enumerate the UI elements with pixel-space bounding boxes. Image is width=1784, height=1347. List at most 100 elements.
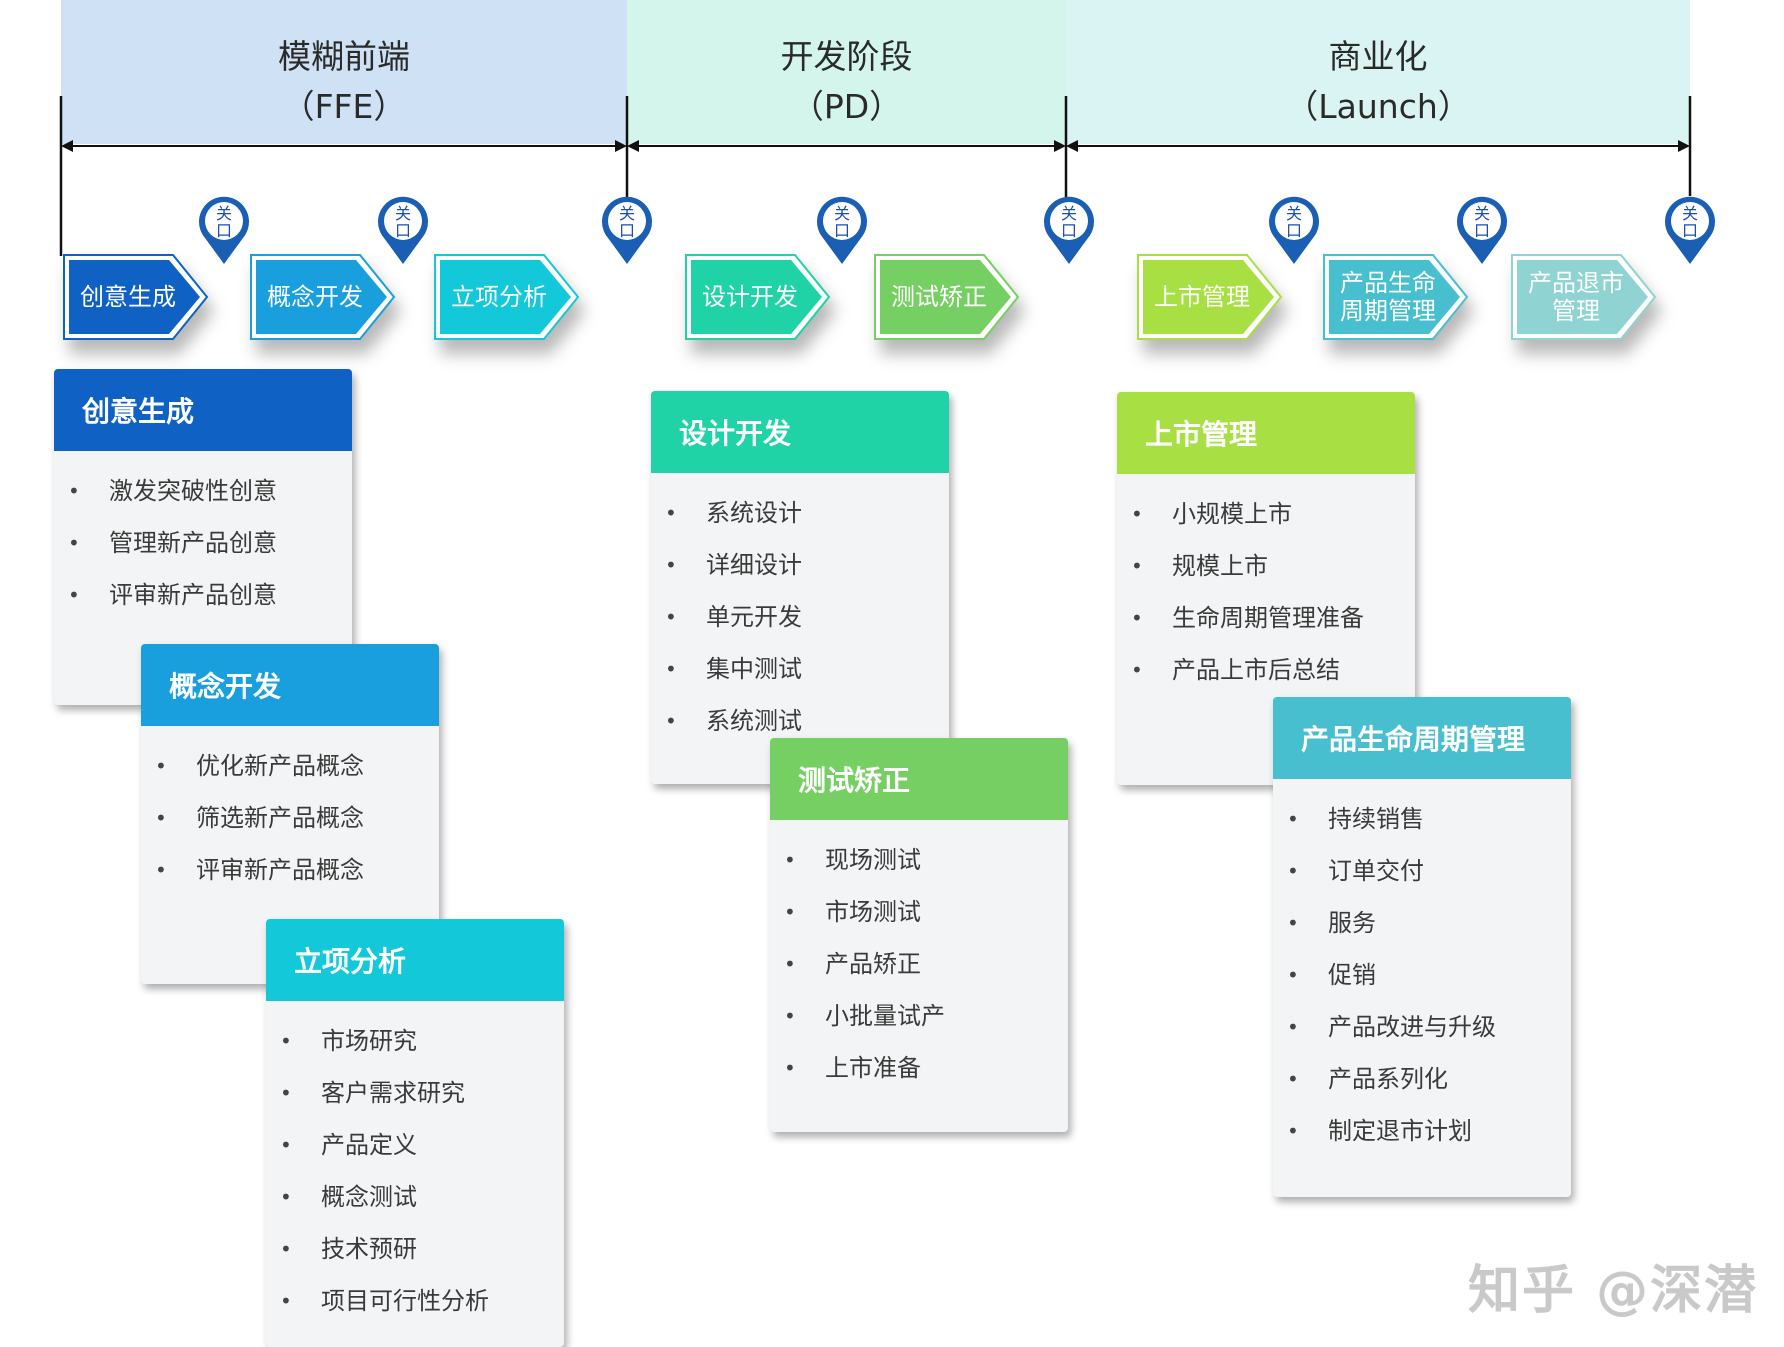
list-item: 产品系列化 xyxy=(1273,1053,1571,1105)
list-item: 系统设计 xyxy=(651,487,949,539)
step-label: 上市管理 xyxy=(1154,283,1250,311)
card-project-analysis: 立项分析 市场研究 客户需求研究 产品定义 概念测试 技术预研 项目可行性分析 xyxy=(266,919,564,1347)
gate-marker: 关口 xyxy=(598,194,656,266)
list-item: 上市准备 xyxy=(770,1042,1068,1094)
card-list: 系统设计 详细设计 单元开发 集中测试 系统测试 xyxy=(651,473,949,747)
phase-subtitle: （FFE） xyxy=(281,87,407,126)
gate-label: 口 xyxy=(215,221,232,240)
step-label: 概念开发 xyxy=(267,283,363,311)
card-list: 持续销售 订单交付 服务 促销 产品改进与升级 产品系列化 制定退市计划 xyxy=(1273,779,1571,1157)
phase-subtitle: （Launch） xyxy=(1285,87,1471,126)
step-arrow-concept-development: 概念开发 xyxy=(248,252,398,342)
card-header: 概念开发 xyxy=(141,644,439,726)
step-label: 产品生命周期管理 xyxy=(1340,269,1436,325)
step-label: 产品退市管理 xyxy=(1528,269,1624,325)
list-item: 规模上市 xyxy=(1117,540,1415,592)
list-item: 小批量试产 xyxy=(770,990,1068,1042)
list-item: 产品上市后总结 xyxy=(1117,644,1415,696)
gate-label: 关 xyxy=(1285,204,1302,223)
watermark: 知乎 @深潜 xyxy=(1468,1261,1759,1321)
list-item: 管理新产品创意 xyxy=(54,517,352,569)
gate-marker: 关口 xyxy=(1453,194,1511,266)
list-item: 持续销售 xyxy=(1273,793,1571,845)
step-arrow-lifecycle-management: 产品生命周期管理 xyxy=(1321,252,1471,342)
gate-label: 口 xyxy=(394,221,411,240)
list-item: 技术预研 xyxy=(266,1223,564,1275)
list-item: 生命周期管理准备 xyxy=(1117,592,1415,644)
list-item: 筛选新产品概念 xyxy=(141,792,439,844)
gate-label: 口 xyxy=(1060,221,1077,240)
step-label: 创意生成 xyxy=(80,283,176,311)
list-item: 现场测试 xyxy=(770,834,1068,886)
list-item: 优化新产品概念 xyxy=(141,740,439,792)
card-list: 现场测试 市场测试 产品矫正 小批量试产 上市准备 xyxy=(770,820,1068,1094)
list-item: 概念测试 xyxy=(266,1171,564,1223)
gate-label: 口 xyxy=(1285,221,1302,240)
phase-subtitle: （PD） xyxy=(790,87,903,126)
list-item: 市场研究 xyxy=(266,1015,564,1067)
gate-marker: 关口 xyxy=(813,194,871,266)
list-item: 产品矫正 xyxy=(770,938,1068,990)
gate-label: 口 xyxy=(1681,221,1698,240)
gate-label: 关 xyxy=(1681,204,1698,223)
gate-label: 口 xyxy=(833,221,850,240)
step-arrow-design-development: 设计开发 xyxy=(683,252,833,342)
list-item: 订单交付 xyxy=(1273,845,1571,897)
list-item: 激发突破性创意 xyxy=(54,465,352,517)
card-list: 市场研究 客户需求研究 产品定义 概念测试 技术预研 项目可行性分析 xyxy=(266,1001,564,1327)
list-item: 制定退市计划 xyxy=(1273,1105,1571,1157)
card-lifecycle-management: 产品生命周期管理 持续销售 订单交付 服务 促销 产品改进与升级 产品系列化 制… xyxy=(1273,697,1571,1197)
step-arrow-project-analysis: 立项分析 xyxy=(432,252,582,342)
card-header: 测试矫正 xyxy=(770,738,1068,820)
card-design-development: 设计开发 系统设计 详细设计 单元开发 集中测试 系统测试 xyxy=(651,391,949,784)
card-header: 设计开发 xyxy=(651,391,949,473)
list-item: 系统测试 xyxy=(651,695,949,747)
list-item: 小规模上市 xyxy=(1117,488,1415,540)
gate-label: 关 xyxy=(394,204,411,223)
step-arrow-launch-management: 上市管理 xyxy=(1135,252,1285,342)
step-arrow-idea-generation: 创意生成 xyxy=(61,252,211,342)
gate-marker: 关口 xyxy=(1040,194,1098,266)
gate-label: 关 xyxy=(618,204,635,223)
card-header: 产品生命周期管理 xyxy=(1273,697,1571,779)
list-item: 详细设计 xyxy=(651,539,949,591)
gate-marker: 关口 xyxy=(1661,194,1719,266)
list-item: 评审新产品创意 xyxy=(54,569,352,621)
card-header: 立项分析 xyxy=(266,919,564,1001)
card-header: 创意生成 xyxy=(54,369,352,451)
step-arrow-retirement-management: 产品退市管理 xyxy=(1509,252,1659,342)
gate-label: 关 xyxy=(215,204,232,223)
step-label: 测试矫正 xyxy=(891,283,987,311)
list-item: 客户需求研究 xyxy=(266,1067,564,1119)
gate-label: 口 xyxy=(618,221,635,240)
list-item: 市场测试 xyxy=(770,886,1068,938)
phase-pd: 开发阶段 （PD） xyxy=(627,0,1066,144)
phase-title: 开发阶段 xyxy=(780,37,913,76)
step-arrow-testing-correction: 测试矫正 xyxy=(872,252,1022,342)
card-list: 小规模上市 规模上市 生命周期管理准备 产品上市后总结 xyxy=(1117,474,1415,696)
list-item: 单元开发 xyxy=(651,591,949,643)
list-item: 服务 xyxy=(1273,897,1571,949)
card-header: 上市管理 xyxy=(1117,392,1415,474)
phase-title: 模糊前端 xyxy=(278,37,410,76)
list-item: 评审新产品概念 xyxy=(141,844,439,896)
list-item: 项目可行性分析 xyxy=(266,1275,564,1327)
list-item: 产品定义 xyxy=(266,1119,564,1171)
gate-label: 关 xyxy=(1060,204,1077,223)
card-testing-correction: 测试矫正 现场测试 市场测试 产品矫正 小批量试产 上市准备 xyxy=(770,738,1068,1132)
card-list: 激发突破性创意 管理新产品创意 评审新产品创意 xyxy=(54,451,352,621)
gate-label: 关 xyxy=(833,204,850,223)
list-item: 促销 xyxy=(1273,949,1571,1001)
gate-marker: 关口 xyxy=(1265,194,1323,266)
gate-marker: 关口 xyxy=(374,194,432,266)
gate-marker: 关口 xyxy=(195,194,253,266)
card-list: 优化新产品概念 筛选新产品概念 评审新产品概念 xyxy=(141,726,439,896)
phase-ffe: 模糊前端 （FFE） xyxy=(61,0,627,144)
gate-label: 口 xyxy=(1473,221,1490,240)
card-launch-management: 上市管理 小规模上市 规模上市 生命周期管理准备 产品上市后总结 xyxy=(1117,392,1415,785)
step-label: 设计开发 xyxy=(702,283,798,311)
phase-title: 商业化 xyxy=(1328,37,1428,76)
gate-label: 关 xyxy=(1473,204,1490,223)
phase-launch: 商业化 （Launch） xyxy=(1066,0,1690,144)
step-label: 立项分析 xyxy=(451,283,547,311)
